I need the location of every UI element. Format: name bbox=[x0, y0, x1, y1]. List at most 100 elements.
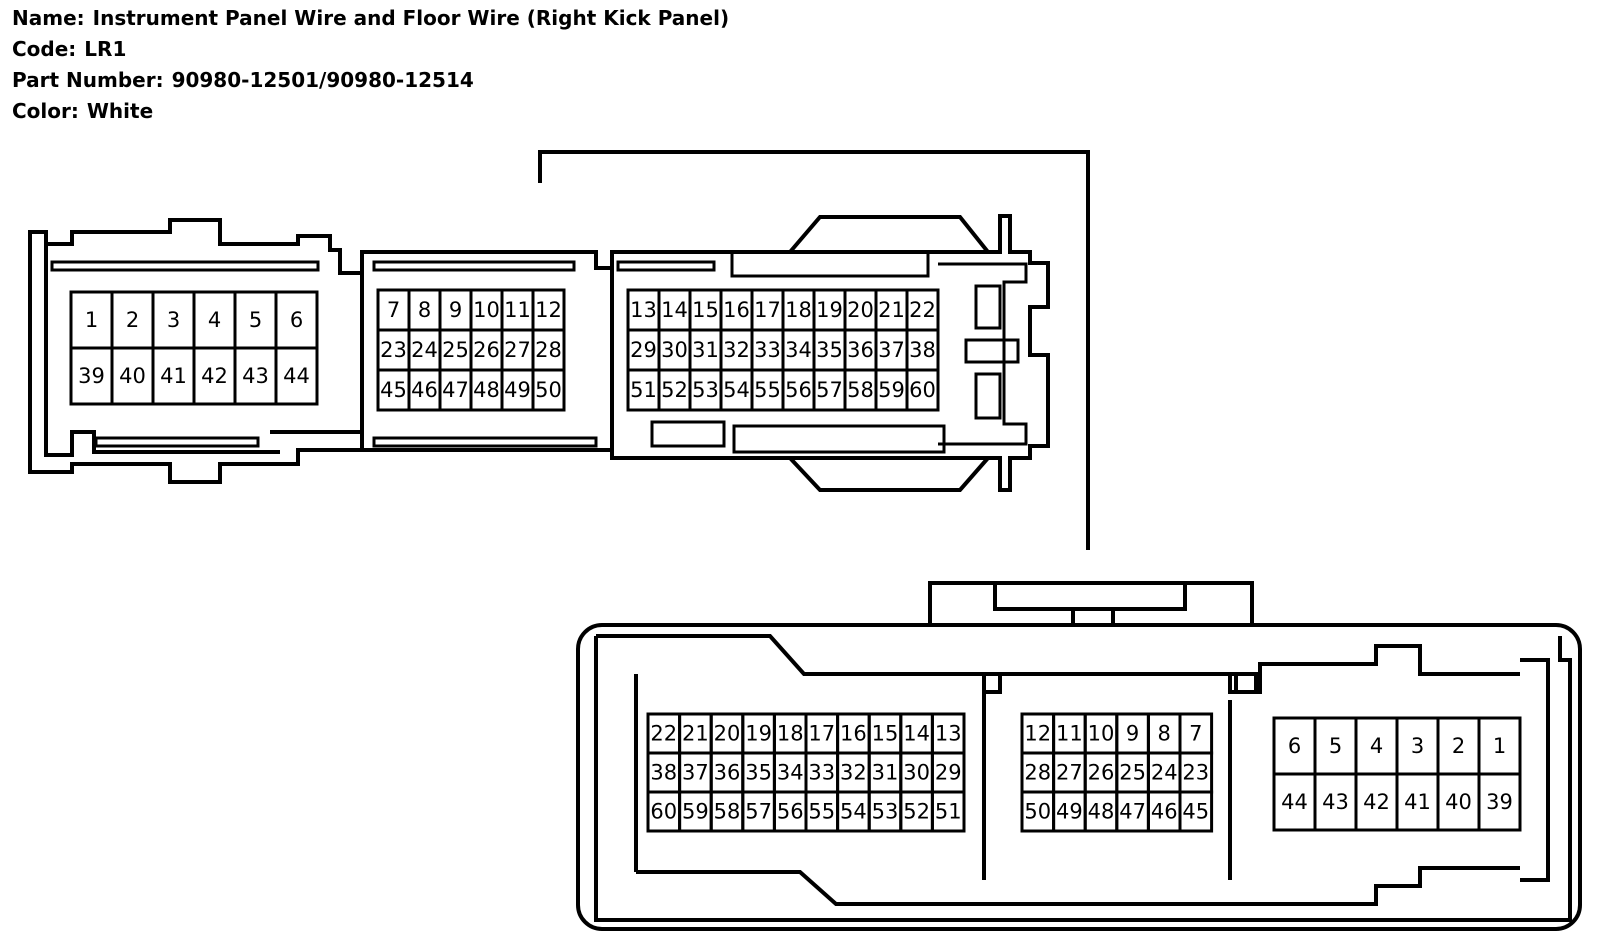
pin-number-4: 4 bbox=[1370, 734, 1383, 758]
pin-number-14: 14 bbox=[661, 298, 688, 322]
pin-number-50: 50 bbox=[535, 378, 562, 402]
pin-number-2: 2 bbox=[126, 308, 139, 332]
pin-cell bbox=[531, 368, 566, 412]
color-label: Color: bbox=[12, 99, 79, 123]
pin-number-54: 54 bbox=[840, 800, 867, 824]
pin-number-25: 25 bbox=[442, 338, 469, 362]
name-value: Instrument Panel Wire and Floor Wire (Ri… bbox=[92, 6, 730, 30]
pin-number-46: 46 bbox=[1151, 800, 1178, 824]
pin-number-12: 12 bbox=[1024, 722, 1051, 746]
pin-number-24: 24 bbox=[411, 338, 438, 362]
pin-number-20: 20 bbox=[847, 298, 874, 322]
pin-cell bbox=[1477, 772, 1522, 832]
pin-number-26: 26 bbox=[473, 338, 500, 362]
pin-number-11: 11 bbox=[1056, 722, 1083, 746]
pin-number-55: 55 bbox=[754, 378, 781, 402]
code-label: Code: bbox=[12, 37, 77, 61]
part-number-row: Part Number: 90980-12501/90980-12514 bbox=[12, 65, 729, 96]
pin-number-34: 34 bbox=[777, 761, 804, 785]
pin-number-46: 46 bbox=[411, 378, 438, 402]
pin-number-15: 15 bbox=[692, 298, 719, 322]
pin-number-47: 47 bbox=[442, 378, 469, 402]
pin-number-28: 28 bbox=[1024, 761, 1051, 785]
pin-number-1: 1 bbox=[1493, 734, 1506, 758]
pin-number-58: 58 bbox=[847, 378, 874, 402]
pin-number-19: 19 bbox=[745, 722, 772, 746]
pin-number-12: 12 bbox=[535, 298, 562, 322]
pin-number-60: 60 bbox=[650, 800, 677, 824]
pin-number-34: 34 bbox=[785, 338, 812, 362]
pin-number-60: 60 bbox=[909, 378, 936, 402]
pin-number-14: 14 bbox=[903, 722, 930, 746]
pin-number-57: 57 bbox=[745, 800, 772, 824]
pin-number-36: 36 bbox=[714, 761, 741, 785]
pin-number-44: 44 bbox=[1281, 790, 1308, 814]
pin-number-16: 16 bbox=[723, 298, 750, 322]
pin-number-37: 37 bbox=[682, 761, 709, 785]
pin-number-29: 29 bbox=[935, 761, 962, 785]
pin-number-9: 9 bbox=[1126, 722, 1139, 746]
pin-number-53: 53 bbox=[692, 378, 719, 402]
part-number-label: Part Number: bbox=[12, 68, 164, 92]
pin-number-18: 18 bbox=[777, 722, 804, 746]
pin-number-9: 9 bbox=[449, 298, 462, 322]
pin-number-52: 52 bbox=[661, 378, 688, 402]
pin-number-39: 39 bbox=[1486, 790, 1513, 814]
pin-number-58: 58 bbox=[714, 800, 741, 824]
pin-number-35: 35 bbox=[816, 338, 843, 362]
pin-number-41: 41 bbox=[160, 364, 187, 388]
code-row: Code:LR1 bbox=[12, 34, 729, 65]
pin-number-25: 25 bbox=[1119, 761, 1146, 785]
pin-number-29: 29 bbox=[630, 338, 657, 362]
pin-number-18: 18 bbox=[785, 298, 812, 322]
pin-number-24: 24 bbox=[1151, 761, 1178, 785]
pin-number-30: 30 bbox=[661, 338, 688, 362]
pin-cell bbox=[1178, 790, 1214, 833]
pin-number-17: 17 bbox=[754, 298, 781, 322]
pin-number-56: 56 bbox=[777, 800, 804, 824]
pin-number-32: 32 bbox=[723, 338, 750, 362]
pin-number-1: 1 bbox=[85, 308, 98, 332]
pin-number-21: 21 bbox=[878, 298, 905, 322]
pin-cell bbox=[930, 790, 966, 833]
pin-number-4: 4 bbox=[208, 308, 221, 332]
pin-number-16: 16 bbox=[840, 722, 867, 746]
pin-number-10: 10 bbox=[1088, 722, 1115, 746]
pin-number-45: 45 bbox=[380, 378, 407, 402]
pin-number-47: 47 bbox=[1119, 800, 1146, 824]
pin-number-42: 42 bbox=[201, 364, 228, 388]
pin-number-26: 26 bbox=[1088, 761, 1115, 785]
pin-number-33: 33 bbox=[754, 338, 781, 362]
leader-line bbox=[538, 150, 1090, 550]
pin-number-32: 32 bbox=[840, 761, 867, 785]
connector-bottom-outline bbox=[576, 581, 1582, 931]
pin-number-15: 15 bbox=[872, 722, 899, 746]
pin-number-21: 21 bbox=[682, 722, 709, 746]
pin-number-50: 50 bbox=[1024, 800, 1051, 824]
pin-number-17: 17 bbox=[808, 722, 835, 746]
pin-number-11: 11 bbox=[504, 298, 531, 322]
part-number-value: 90980-12501/90980-12514 bbox=[171, 68, 474, 92]
pin-number-5: 5 bbox=[249, 308, 262, 332]
pin-number-3: 3 bbox=[1411, 734, 1424, 758]
pin-number-31: 31 bbox=[692, 338, 719, 362]
pin-number-8: 8 bbox=[1158, 722, 1171, 746]
pin-number-52: 52 bbox=[903, 800, 930, 824]
pin-number-49: 49 bbox=[1056, 800, 1083, 824]
pin-number-13: 13 bbox=[630, 298, 657, 322]
pin-number-51: 51 bbox=[935, 800, 962, 824]
pin-cell bbox=[905, 368, 940, 412]
connector-top-outline bbox=[28, 214, 1050, 492]
pin-number-45: 45 bbox=[1182, 800, 1209, 824]
pin-number-7: 7 bbox=[1189, 722, 1202, 746]
pin-number-48: 48 bbox=[473, 378, 500, 402]
pin-number-27: 27 bbox=[1056, 761, 1083, 785]
pin-number-28: 28 bbox=[535, 338, 562, 362]
pin-number-51: 51 bbox=[630, 378, 657, 402]
